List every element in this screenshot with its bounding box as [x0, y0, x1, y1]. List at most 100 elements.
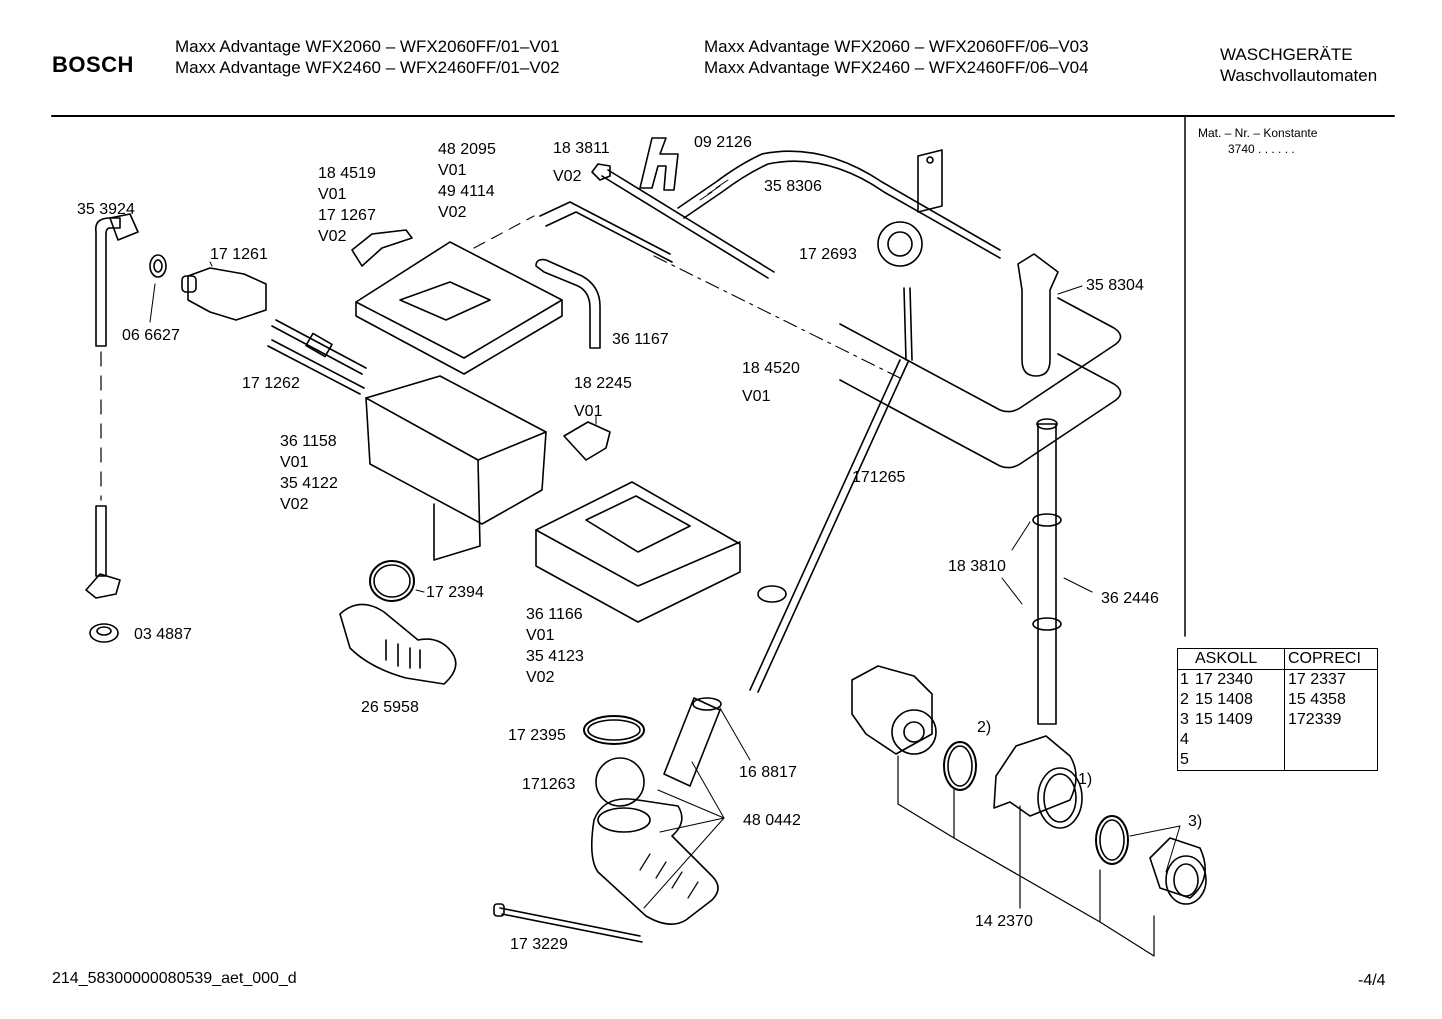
part-label: 49 4114: [438, 183, 495, 200]
table-row: 1 17 2340 17 2337: [1178, 669, 1378, 690]
part-label: 18 4519: [318, 165, 376, 182]
table-cell-index: 2: [1180, 691, 1189, 708]
part-label: V01: [280, 454, 309, 471]
inlet-elbow-353924: [94, 217, 121, 347]
part-label: 18 4520: [742, 360, 800, 377]
part-label: V01: [742, 388, 771, 405]
part-label: 36 1166: [526, 606, 583, 623]
table-cell-askoll: 15 1408: [1195, 691, 1253, 708]
table-header-askoll: ASKOLL: [1192, 648, 1285, 670]
part-label: 17 1262: [242, 375, 300, 392]
part-label: 17 3229: [510, 936, 568, 953]
part-label: V02: [438, 204, 467, 221]
table-header-index: [1177, 648, 1192, 670]
ring-172394: [369, 560, 415, 602]
pump-housing-ref1: [993, 735, 1077, 817]
part-label: 35 8304: [1086, 277, 1144, 294]
model-line-left-2: Maxx Advantage WFX2460 – WFX2460FF/01–V0…: [175, 58, 560, 77]
part-label: V02: [553, 168, 582, 185]
part-label: 17 2693: [799, 246, 857, 263]
inlet-valve-171261: [187, 267, 267, 321]
drain-pipe-362446: [1037, 423, 1057, 725]
part-label: 17 1267: [318, 207, 376, 224]
part-label: 18 3811: [553, 140, 610, 157]
pump-seal-ref2: [943, 741, 977, 791]
table-cell-copreci: [1284, 750, 1378, 771]
part-label: 03 4887: [134, 626, 192, 643]
detergent-drawer-361166: [535, 481, 741, 623]
part-label: 09 2126: [694, 134, 752, 151]
part-label: 3): [1188, 813, 1203, 830]
air-trap-358304: [1017, 253, 1059, 377]
hose-173229: [499, 907, 643, 943]
bracket-092126: [639, 137, 679, 191]
sump-480442: [590, 798, 719, 925]
part-label: 1): [1078, 771, 1093, 788]
seal-066627: [149, 254, 167, 278]
part-label: V01: [526, 627, 555, 644]
part-label: 14 2370: [975, 913, 1033, 930]
table-cell-askoll: [1192, 750, 1285, 771]
table-cell-askoll: 15 1409: [1195, 711, 1253, 728]
table-cell-copreci: 15 4358: [1284, 690, 1378, 710]
table-cell-index: 4: [1180, 731, 1189, 748]
bellows-hose-265958: [339, 603, 457, 685]
part-label: 171265: [852, 469, 906, 486]
hose-358306: [677, 150, 1001, 259]
table-header-row: ASKOLL COPRECI: [1177, 648, 1378, 670]
table-row: 3 15 1409 172339: [1178, 710, 1378, 730]
model-line-left-1: Maxx Advantage WFX2060 – WFX2060FF/01–V0…: [175, 37, 560, 56]
part-label: 17 1261: [210, 246, 268, 263]
part-label: 48 2095: [438, 141, 496, 158]
dispenser-housing-361158: [365, 375, 547, 525]
category-subtitle: Waschvollautomaten: [1220, 66, 1378, 85]
part-label: 171263: [522, 776, 576, 793]
part-label: V02: [318, 228, 347, 245]
part-label: 35 4123: [526, 648, 584, 665]
hose-358304: [839, 297, 1122, 413]
bracket-184519: [351, 229, 413, 267]
table-row: 4: [1178, 730, 1378, 750]
hose-171265: [749, 359, 909, 693]
part-label: 35 4122: [280, 475, 338, 492]
part-label: 48 0442: [743, 812, 801, 829]
grommet-171265: [757, 585, 787, 603]
parts-table: ASKOLL COPRECI 1 17 2340 17 2337 2 15 14…: [1177, 648, 1378, 771]
clamp-183811: [591, 163, 611, 181]
mat-nr-label: Mat. – Nr. – Konstante: [1198, 126, 1318, 140]
ball-171263: [595, 757, 645, 807]
category-title: WASCHGERÄTE: [1220, 45, 1353, 64]
part-label: 17 2394: [426, 584, 484, 601]
table-cell-index: 1: [1180, 671, 1189, 688]
part-label: 36 1167: [612, 331, 669, 348]
part-label: 18 3810: [948, 558, 1006, 575]
mat-nr-value: 3740 . . . . . .: [1228, 142, 1295, 156]
part-label: V01: [318, 186, 347, 203]
model-line-right-2: Maxx Advantage WFX2460 – WFX2460FF/06–V0…: [704, 58, 1089, 77]
part-label: 26 5958: [361, 699, 419, 716]
part-label: V01: [574, 403, 603, 420]
part-label: 36 2446: [1101, 590, 1159, 607]
part-label: V02: [280, 496, 309, 513]
table-row: 5: [1178, 750, 1378, 771]
brand-logo: BOSCH: [52, 52, 134, 77]
tube-361167: [535, 258, 601, 349]
clip-182245: [563, 421, 611, 461]
drain-pump: [851, 665, 933, 755]
part-label: 17 2395: [508, 727, 566, 744]
part-label: 18 2245: [574, 375, 632, 392]
table-cell-askoll: [1192, 730, 1285, 750]
pressure-switch-172693: [877, 221, 923, 267]
part-label: 16 8817: [739, 764, 797, 781]
filter-seal: [1095, 815, 1129, 865]
table-row: 2 15 1408 15 4358: [1178, 690, 1378, 710]
part-label: V02: [526, 669, 555, 686]
ring-172395: [583, 715, 645, 745]
part-label: V01: [438, 162, 467, 179]
clamp-183810-lower: [1032, 617, 1062, 631]
table-cell-copreci: 172339: [1284, 710, 1378, 730]
table-cell-index: 3: [1180, 711, 1189, 728]
cylinder-168817: [663, 697, 721, 787]
part-label: 2): [977, 719, 992, 736]
